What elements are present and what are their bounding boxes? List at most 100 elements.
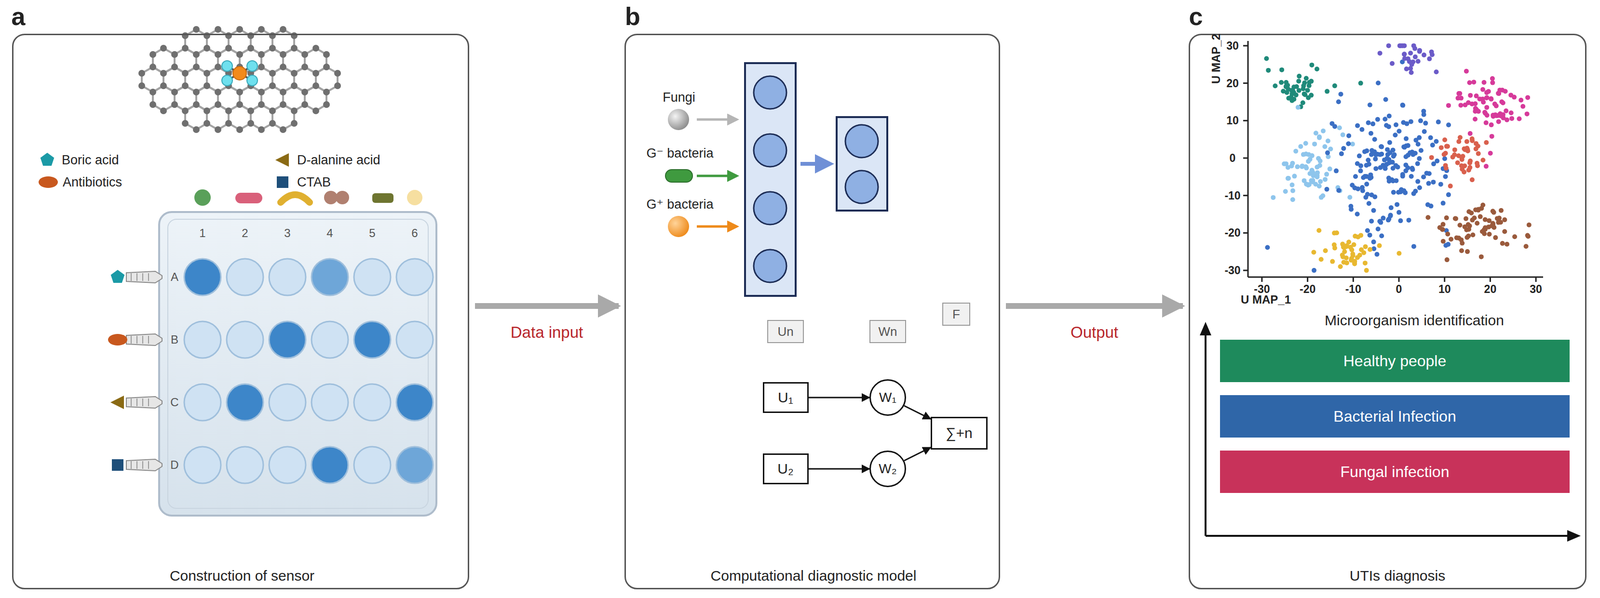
well bbox=[226, 447, 264, 484]
scatter-point bbox=[1398, 43, 1404, 49]
scatter-point bbox=[1520, 104, 1526, 109]
scatter-point bbox=[1338, 264, 1343, 270]
tick-label: -10 bbox=[1345, 283, 1362, 297]
scatter-point bbox=[1353, 174, 1358, 179]
tick-label: -20 bbox=[1299, 283, 1316, 297]
scatter-point bbox=[1433, 139, 1439, 145]
nitrogen-atom bbox=[221, 75, 233, 86]
scatter-point bbox=[1264, 245, 1270, 251]
scatter-point bbox=[1295, 164, 1301, 170]
scatter-point bbox=[1344, 260, 1350, 266]
input-box: U₂ bbox=[762, 453, 809, 485]
wells bbox=[184, 258, 434, 484]
carbon-atom bbox=[203, 82, 211, 90]
tick bbox=[1398, 277, 1400, 283]
scatter-point bbox=[1474, 220, 1480, 226]
node-text: W₂ bbox=[878, 461, 897, 477]
scatter-point bbox=[1362, 260, 1368, 266]
scatter-point bbox=[1464, 68, 1469, 74]
scatter-point bbox=[1463, 216, 1469, 222]
scatter-point bbox=[1327, 166, 1333, 172]
scatter-point bbox=[1290, 188, 1296, 194]
carbon-atom bbox=[171, 63, 178, 71]
scatter-point bbox=[1288, 163, 1294, 169]
scatter-point bbox=[1410, 165, 1415, 171]
scatter-point bbox=[1464, 249, 1470, 255]
scatter-point bbox=[1484, 95, 1490, 101]
scatter-point bbox=[1391, 189, 1397, 195]
scatter-point bbox=[1314, 172, 1320, 178]
scatter-point bbox=[1480, 87, 1486, 93]
scatter-point bbox=[1290, 197, 1296, 203]
carbon-atom bbox=[149, 88, 157, 96]
scatter-point bbox=[1482, 217, 1488, 223]
scatter-point bbox=[1325, 150, 1330, 156]
tick bbox=[1243, 157, 1248, 160]
scatter-point bbox=[1455, 160, 1461, 166]
input-label: G⁻ bacteria bbox=[646, 145, 714, 162]
pipette-mark bbox=[148, 273, 150, 282]
pipette-mark bbox=[148, 461, 150, 470]
scatter-point bbox=[1480, 203, 1486, 208]
scatter-point bbox=[1425, 202, 1431, 208]
carbon-atom bbox=[214, 88, 222, 96]
carbon-atom bbox=[236, 88, 244, 96]
scatter-point bbox=[1377, 243, 1383, 249]
scatter-point bbox=[1300, 163, 1305, 169]
carbon-atom bbox=[312, 44, 320, 52]
scatter-point bbox=[1450, 154, 1456, 160]
plate-index: 1 bbox=[199, 226, 206, 241]
scatter-point bbox=[1371, 239, 1377, 245]
tick-label: -10 bbox=[1224, 189, 1241, 203]
scatter-point bbox=[1401, 52, 1407, 57]
scatter-point bbox=[1390, 178, 1396, 184]
carbon-atom bbox=[323, 101, 330, 109]
scatter-point bbox=[1500, 241, 1506, 246]
scatter-point bbox=[1408, 50, 1413, 56]
scatter-point bbox=[1281, 161, 1287, 167]
scatter-point bbox=[1324, 172, 1329, 177]
scatter-point bbox=[1382, 157, 1387, 163]
scatter-point bbox=[1423, 121, 1428, 126]
scatter-point bbox=[1336, 188, 1342, 193]
scatter-point bbox=[1484, 105, 1490, 110]
carbon-atom bbox=[192, 51, 200, 58]
network-layers bbox=[745, 63, 888, 297]
scatter-point bbox=[1340, 132, 1346, 138]
bar-axes bbox=[1199, 322, 1581, 543]
scatter-point bbox=[1377, 152, 1383, 158]
scatter-point bbox=[1478, 254, 1484, 260]
pentagon-sample bbox=[40, 152, 55, 166]
legend-text: Antibiotics bbox=[62, 175, 123, 190]
scatter-point bbox=[1525, 94, 1531, 100]
pipette-mark bbox=[142, 273, 144, 282]
scatter-point bbox=[1378, 165, 1384, 171]
scatter-point bbox=[1278, 80, 1284, 85]
edge-label: Output bbox=[1067, 323, 1122, 342]
scatter-point bbox=[1487, 231, 1492, 237]
scatter-point bbox=[1457, 222, 1463, 228]
scatter-point bbox=[1311, 268, 1317, 273]
scatter-point bbox=[1317, 162, 1323, 168]
scatter-point bbox=[1309, 167, 1315, 173]
node-text: Wn bbox=[878, 324, 898, 340]
scatter-point bbox=[1498, 208, 1504, 214]
panel-letter: c bbox=[1189, 1, 1204, 31]
scatter-point bbox=[1386, 113, 1392, 119]
panel: Microorganism identificationUTIs diagnos… bbox=[1188, 33, 1587, 590]
input-box: U₁ bbox=[762, 382, 809, 414]
scatter-point bbox=[1457, 135, 1463, 140]
carbon-atom bbox=[171, 101, 178, 109]
weight-circle: W₁ bbox=[869, 379, 907, 417]
carbon-atom bbox=[149, 101, 157, 109]
scatter-point bbox=[1295, 105, 1301, 110]
well bbox=[269, 258, 306, 296]
scatter-point bbox=[1467, 158, 1473, 164]
tick-label: -30 bbox=[1224, 264, 1241, 278]
scatter-point bbox=[1355, 234, 1361, 240]
scatter-point bbox=[1396, 128, 1402, 134]
graphene-lattice bbox=[138, 26, 341, 134]
scatter-point bbox=[1444, 144, 1450, 150]
ellipse-sample bbox=[108, 334, 128, 346]
